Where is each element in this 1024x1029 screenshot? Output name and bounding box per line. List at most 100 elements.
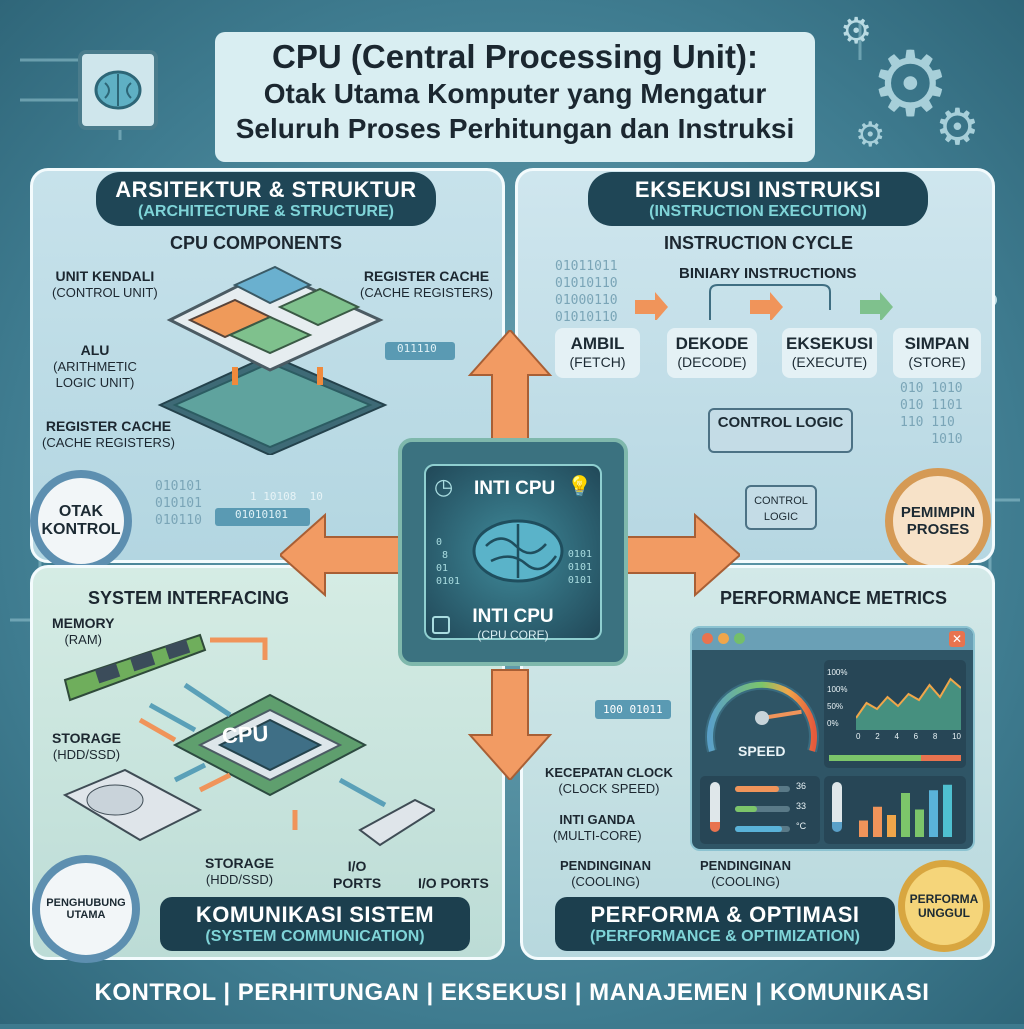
brain-chip-logo-icon [78, 50, 158, 130]
core-bar-chart [859, 784, 952, 837]
metric-sub: (CLOCK SPEED) [558, 781, 660, 796]
y-tick: 100% [827, 668, 848, 677]
temp-value: 33 [796, 801, 807, 811]
step-store: SIMPAN(STORE) [893, 328, 981, 378]
gauge-label: SPEED [738, 743, 786, 759]
label-sub: (ARITHMETIC LOGIC UNIT) [53, 359, 137, 390]
core-bar [943, 784, 952, 837]
usage-line [856, 677, 961, 730]
otak-kontrol-seal: OTAK KONTROL [30, 470, 132, 572]
seal-text: PERFORMA UNGGUL [909, 892, 979, 920]
window-minimize-dot[interactable] [718, 633, 729, 644]
x-tick: 4 [894, 732, 899, 741]
penghubung-utama-seal: PENGHUBUNG UTAMA [32, 855, 140, 963]
cpu-components-illustration [157, 265, 388, 455]
step-sub: (EXECUTE) [791, 354, 868, 370]
label-main: I/O [347, 858, 367, 874]
step-sub: (DECODE) [677, 354, 747, 370]
data-flow-arrow: 01010101 [215, 508, 310, 526]
cooling-label: PENDINGINAN(COOLING) [700, 858, 791, 890]
binary-text: 1 10108 10 [250, 490, 323, 503]
label-storage: STORAGE(HDD/SSD) [52, 730, 121, 763]
label-main: MEMORY [52, 615, 115, 631]
arrow-right [619, 512, 740, 598]
core-bar [873, 806, 882, 837]
y-tick: 50% [827, 702, 844, 711]
gear-icon: ⚙ [840, 10, 873, 51]
label-sub: (RAM) [64, 632, 103, 647]
window-titlebar: ✕ [692, 628, 973, 650]
label-io-ports-2: I/O PORTS [418, 875, 489, 891]
seal-text: PEMIMPIN PROSES [900, 504, 976, 538]
label-sub: (HDD/SSD) [52, 747, 121, 762]
label-sub: PORTS [333, 875, 382, 891]
label-main: STORAGE [205, 855, 274, 871]
performa-unggul-seal: PERFORMA UNGGUL [898, 860, 990, 952]
core-bar [901, 793, 910, 837]
core-title: INTI CPU [474, 478, 556, 499]
thermometer-icon [710, 782, 720, 832]
label-sub: (CACHE REGISTERS) [42, 435, 175, 450]
gear-icon: ⚙ [870, 35, 951, 135]
execution-subheading: (INSTRUCTION EXECUTION) [649, 203, 867, 220]
page-title: CPU (Central Processing Unit): [272, 38, 758, 75]
label-register-cache-top: REGISTER CACHE (CACHE REGISTERS) [360, 268, 493, 301]
cpu-chip-label: CPU [221, 720, 270, 749]
thermometer-icon [832, 782, 842, 832]
load-bar-green [829, 755, 922, 761]
label-alu: ALU (ARITHMETIC LOGIC UNIT) [45, 342, 145, 391]
label-sub: (COOLING) [711, 874, 780, 889]
pemimpin-proses-seal: PEMIMPIN PROSES [885, 468, 991, 574]
arrow-down [467, 669, 553, 780]
cycle-arrows [635, 284, 893, 320]
temp-bar [735, 806, 790, 812]
interfacing-header: KOMUNIKASI SISTEM (SYSTEM COMMUNICATION) [160, 897, 470, 951]
page-subtitle-line2: Seluruh Proses Perhitungan dan Instruksi [235, 113, 795, 144]
core-bar [929, 790, 938, 837]
binary-text: 010 1010 010 1101 110 110 1010 [900, 381, 963, 447]
window-maximize-dot[interactable] [734, 633, 745, 644]
chart-y-ticks: 100%100%50%0% [827, 664, 847, 732]
load-bar-red [921, 755, 961, 761]
seal-text: OTAK KONTROL [41, 503, 121, 538]
x-tick: 6 [913, 732, 919, 741]
label-main: PENDINGINAN [700, 858, 792, 873]
gear-icon: ⚙ [855, 116, 886, 154]
label-register-cache-bottom: REGISTER CACHE (CACHE REGISTERS) [42, 418, 175, 451]
close-icon[interactable]: ✕ [949, 631, 965, 647]
binary-instructions-label: BINIARY INSTRUCTIONS [679, 265, 857, 282]
chip-icon [432, 616, 450, 634]
lightbulb-icon: 💡 [567, 476, 592, 498]
performance-heading: PERFORMA & OPTIMASI [590, 902, 860, 927]
performance-subheading: (PERFORMANCE & OPTIMIZATION) [590, 928, 860, 945]
architecture-subheading: (ARCHITECTURE & STRUCTURE) [138, 203, 394, 220]
step-sub: (FETCH) [569, 354, 626, 370]
cpu-components-title: CPU COMPONENTS [170, 233, 343, 253]
temp-value: 36 [796, 781, 807, 791]
control-logic-small-box: CONTROL LOGIC [745, 485, 817, 530]
binary-text: 0101 0101 0101 [567, 549, 592, 586]
architecture-header: ARSITEKTUR & STRUKTUR (ARCHITECTURE & ST… [96, 172, 436, 226]
binary-text: 0 8 01 0101 [436, 537, 461, 587]
instruction-cycle-title: INSTRUCTION CYCLE [664, 233, 853, 253]
temp-bar-fill [735, 806, 757, 812]
window-close-dot[interactable] [702, 633, 713, 644]
metric-multi-core: INTI GANDA(MULTI-CORE) [553, 812, 642, 844]
load-bar [829, 755, 961, 761]
title-box: CPU (Central Processing Unit): Otak Utam… [215, 32, 815, 162]
y-tick: 100% [827, 685, 848, 694]
core-sublabel: (CPU CORE) [477, 628, 549, 642]
temp-bar-fill [735, 826, 782, 832]
metric-main: KECEPATAN CLOCK [545, 765, 673, 780]
interfacing-subheading: (SYSTEM COMMUNICATION) [205, 928, 425, 945]
label-main: STORAGE [52, 730, 121, 746]
x-tick: 10 [952, 732, 961, 741]
label-main: ALU [80, 342, 110, 358]
cpu-core-inner: ◷ INTI CPU 💡 0 8 01 0101 0101 0101 0101 … [424, 464, 602, 642]
binary-text: 01011011 01010110 01000110 01010110 [555, 259, 618, 325]
label-main: UNIT KENDALI [55, 268, 155, 284]
